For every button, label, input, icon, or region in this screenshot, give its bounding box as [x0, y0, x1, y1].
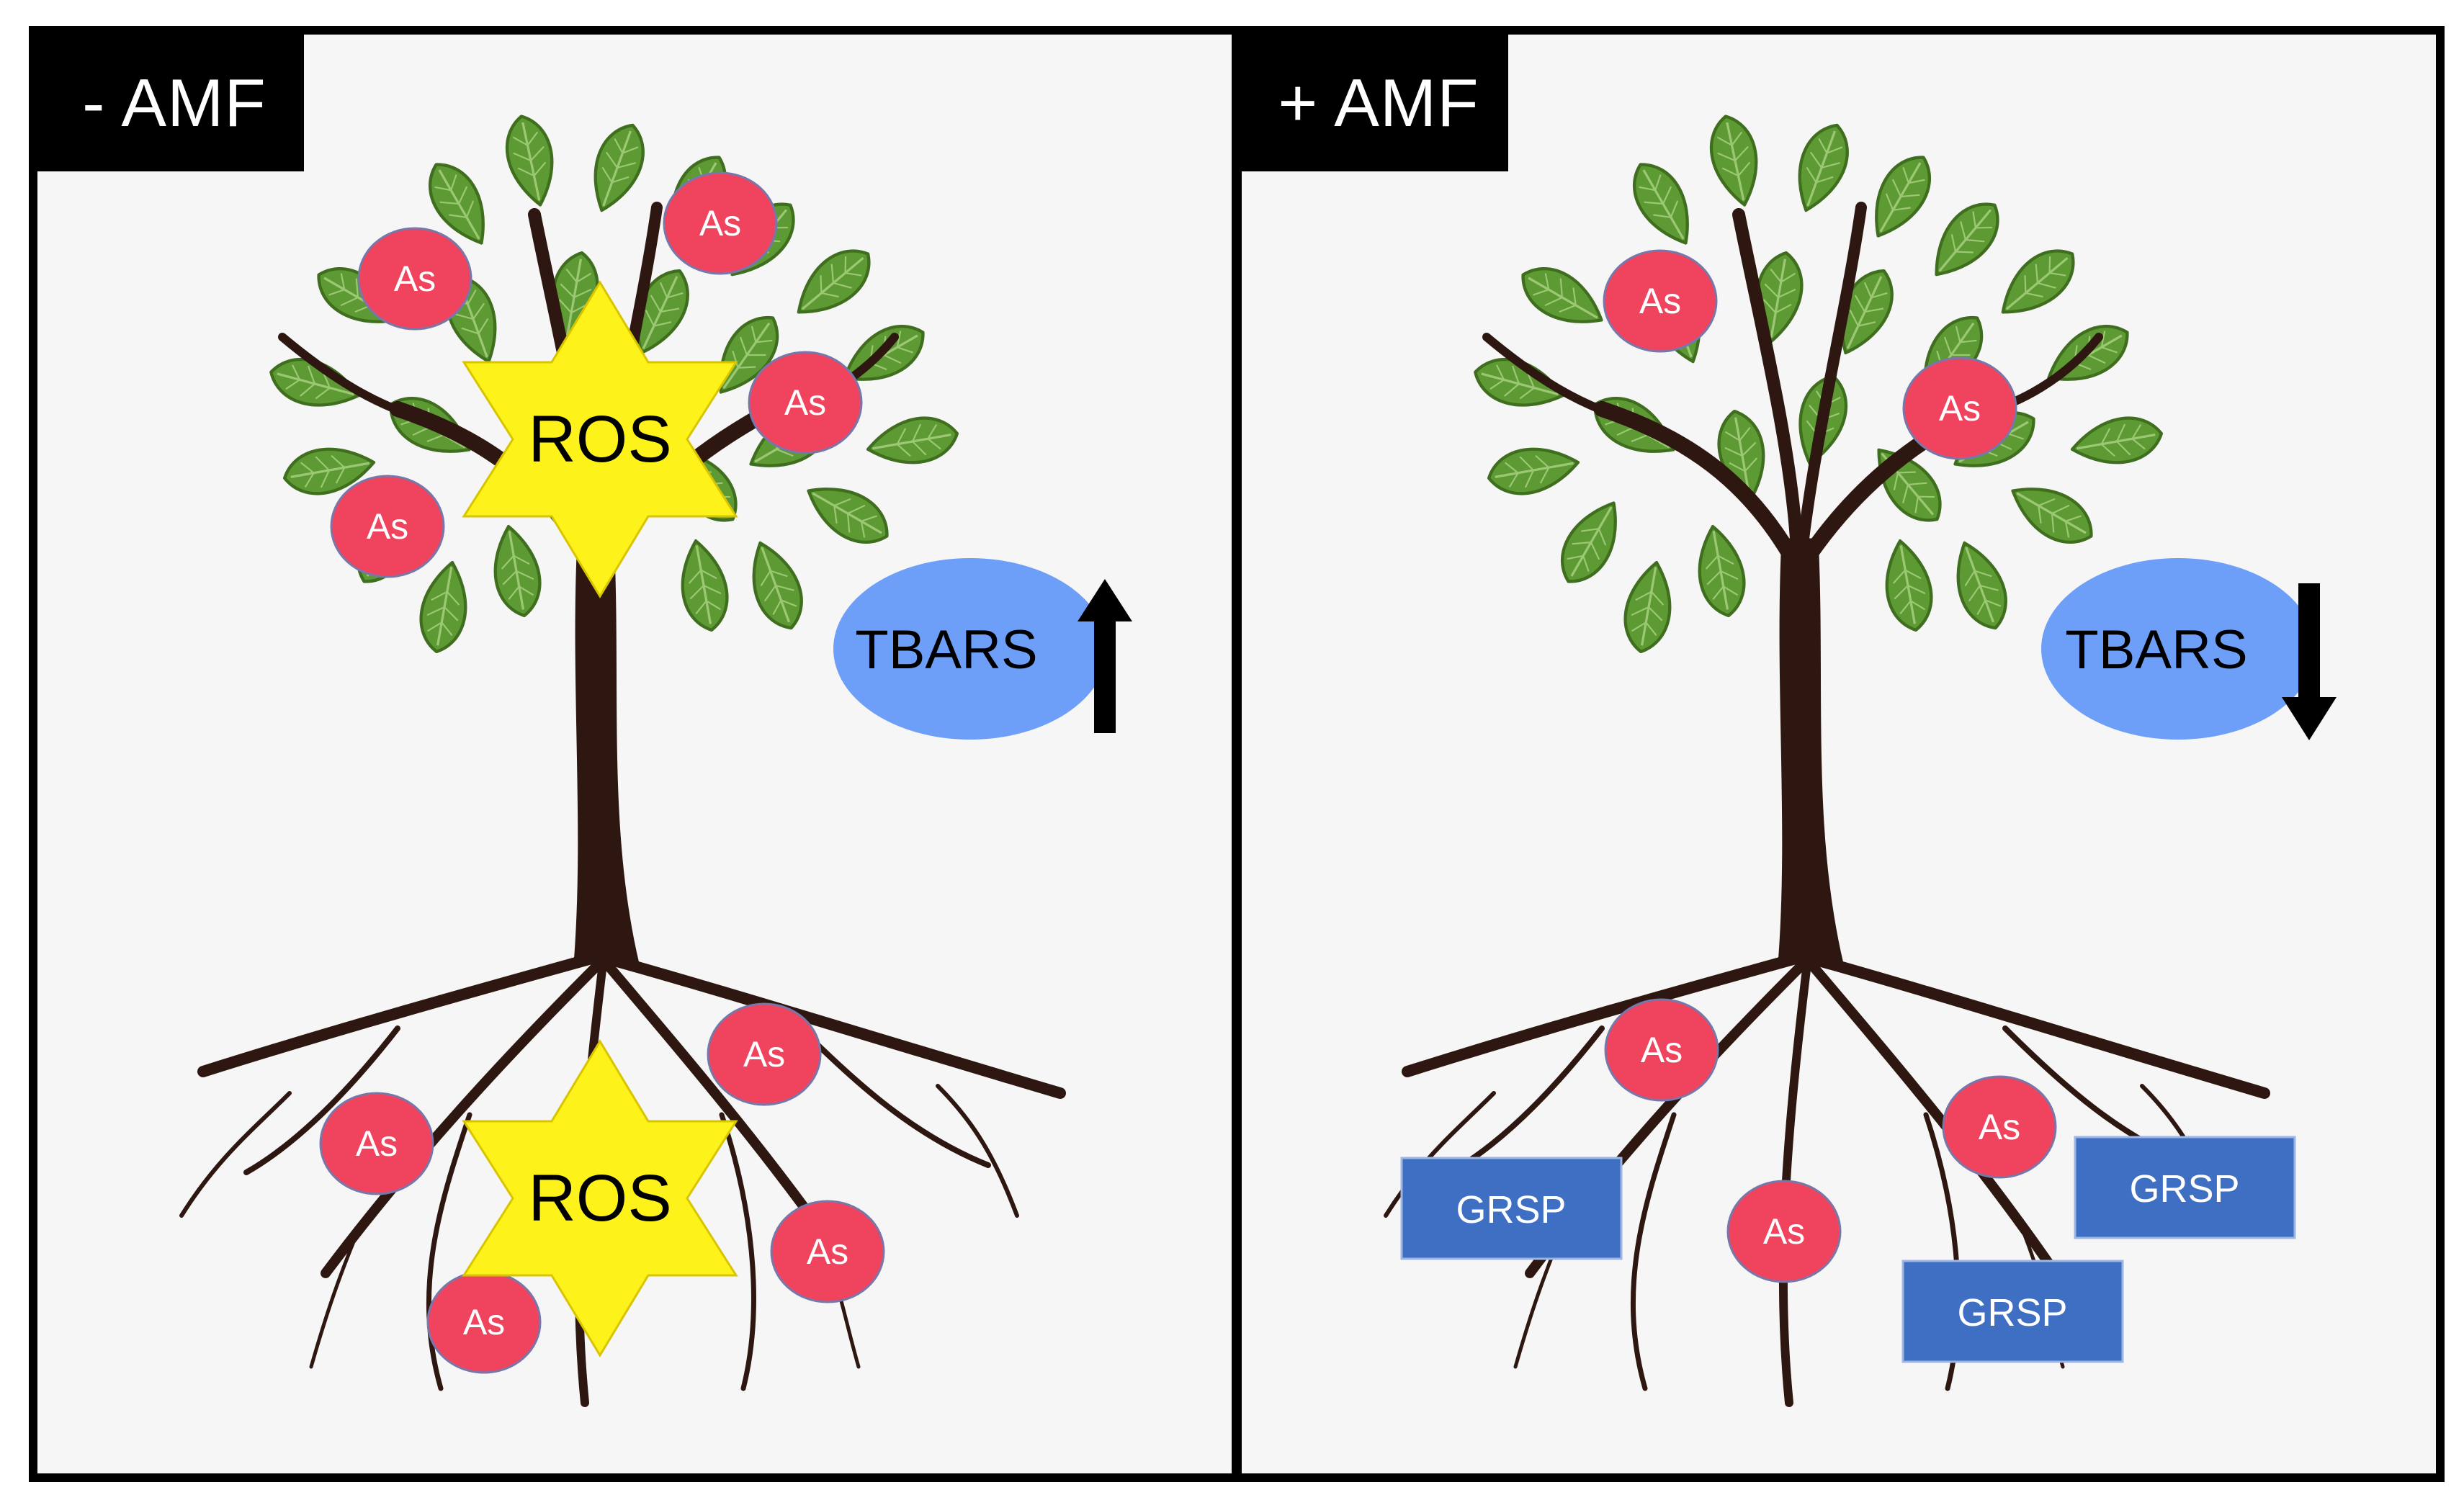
svg-text:ROS: ROS [528, 1162, 671, 1235]
as-marker: As [1942, 1075, 2057, 1179]
as-marker: As [1604, 998, 1719, 1102]
as-marker: As [707, 1002, 822, 1106]
svg-text:As: As [356, 1123, 398, 1164]
grsp-box: GRSP [1901, 1260, 2124, 1363]
grsp-box: GRSP [1400, 1157, 1623, 1260]
svg-text:GRSP: GRSP [1957, 1291, 2067, 1334]
panel-tag-minus-amf: - AMF [37, 35, 304, 171]
as-marker: As [426, 1270, 542, 1374]
tbars-indicator: TBARS [833, 558, 1107, 740]
svg-text:As: As [1641, 1030, 1683, 1070]
ros-star: ROS [462, 280, 738, 598]
svg-text:As: As [1763, 1211, 1805, 1252]
panel-tag-plus-amf: + AMF [1242, 35, 1508, 171]
svg-text:As: As [1639, 281, 1681, 321]
up-arrow-icon [1078, 579, 1132, 733]
down-arrow-icon [2282, 583, 2337, 740]
tree-trunk [1482, 202, 2103, 964]
svg-text:TBARS: TBARS [855, 619, 1037, 681]
svg-text:As: As [394, 259, 436, 299]
panel-without-amf: - AMF [29, 26, 1240, 1482]
as-marker: As [1726, 1180, 1842, 1283]
as-marker: As [357, 227, 472, 331]
as-marker: As [1603, 249, 1718, 353]
svg-text:As: As [699, 203, 741, 243]
as-marker: As [319, 1092, 434, 1195]
svg-text:As: As [463, 1302, 505, 1342]
panel-with-amf: + AMF [1233, 26, 2445, 1482]
ros-star: ROS [462, 1039, 738, 1357]
as-marker: As [1902, 356, 2017, 460]
svg-text:As: As [784, 382, 826, 423]
tbars-indicator: TBARS [2041, 558, 2315, 740]
svg-text:GRSP: GRSP [1456, 1188, 1566, 1231]
svg-text:GRSP: GRSP [2129, 1167, 2239, 1211]
tree-diagram-with-amf: As As As As As GRSP GRSP GRSP TBARS [1384, 35, 2337, 1407]
svg-text:As: As [807, 1231, 848, 1272]
grsp-box: GRSP [2074, 1136, 2296, 1239]
svg-text:As: As [1939, 388, 1981, 428]
as-marker: As [770, 1200, 885, 1303]
as-marker: As [330, 475, 445, 578]
tree-roots [179, 951, 1066, 1407]
svg-text:As: As [1979, 1107, 2020, 1147]
as-marker: As [663, 171, 778, 275]
as-marker: As [748, 351, 863, 454]
svg-text:TBARS: TBARS [2065, 619, 2247, 681]
tree-diagram-without-amf: As As As As As As As As ROS ROS TBARS [179, 35, 1132, 1407]
svg-text:As: As [367, 506, 408, 547]
svg-text:As: As [743, 1034, 785, 1074]
svg-text:ROS: ROS [528, 403, 671, 476]
